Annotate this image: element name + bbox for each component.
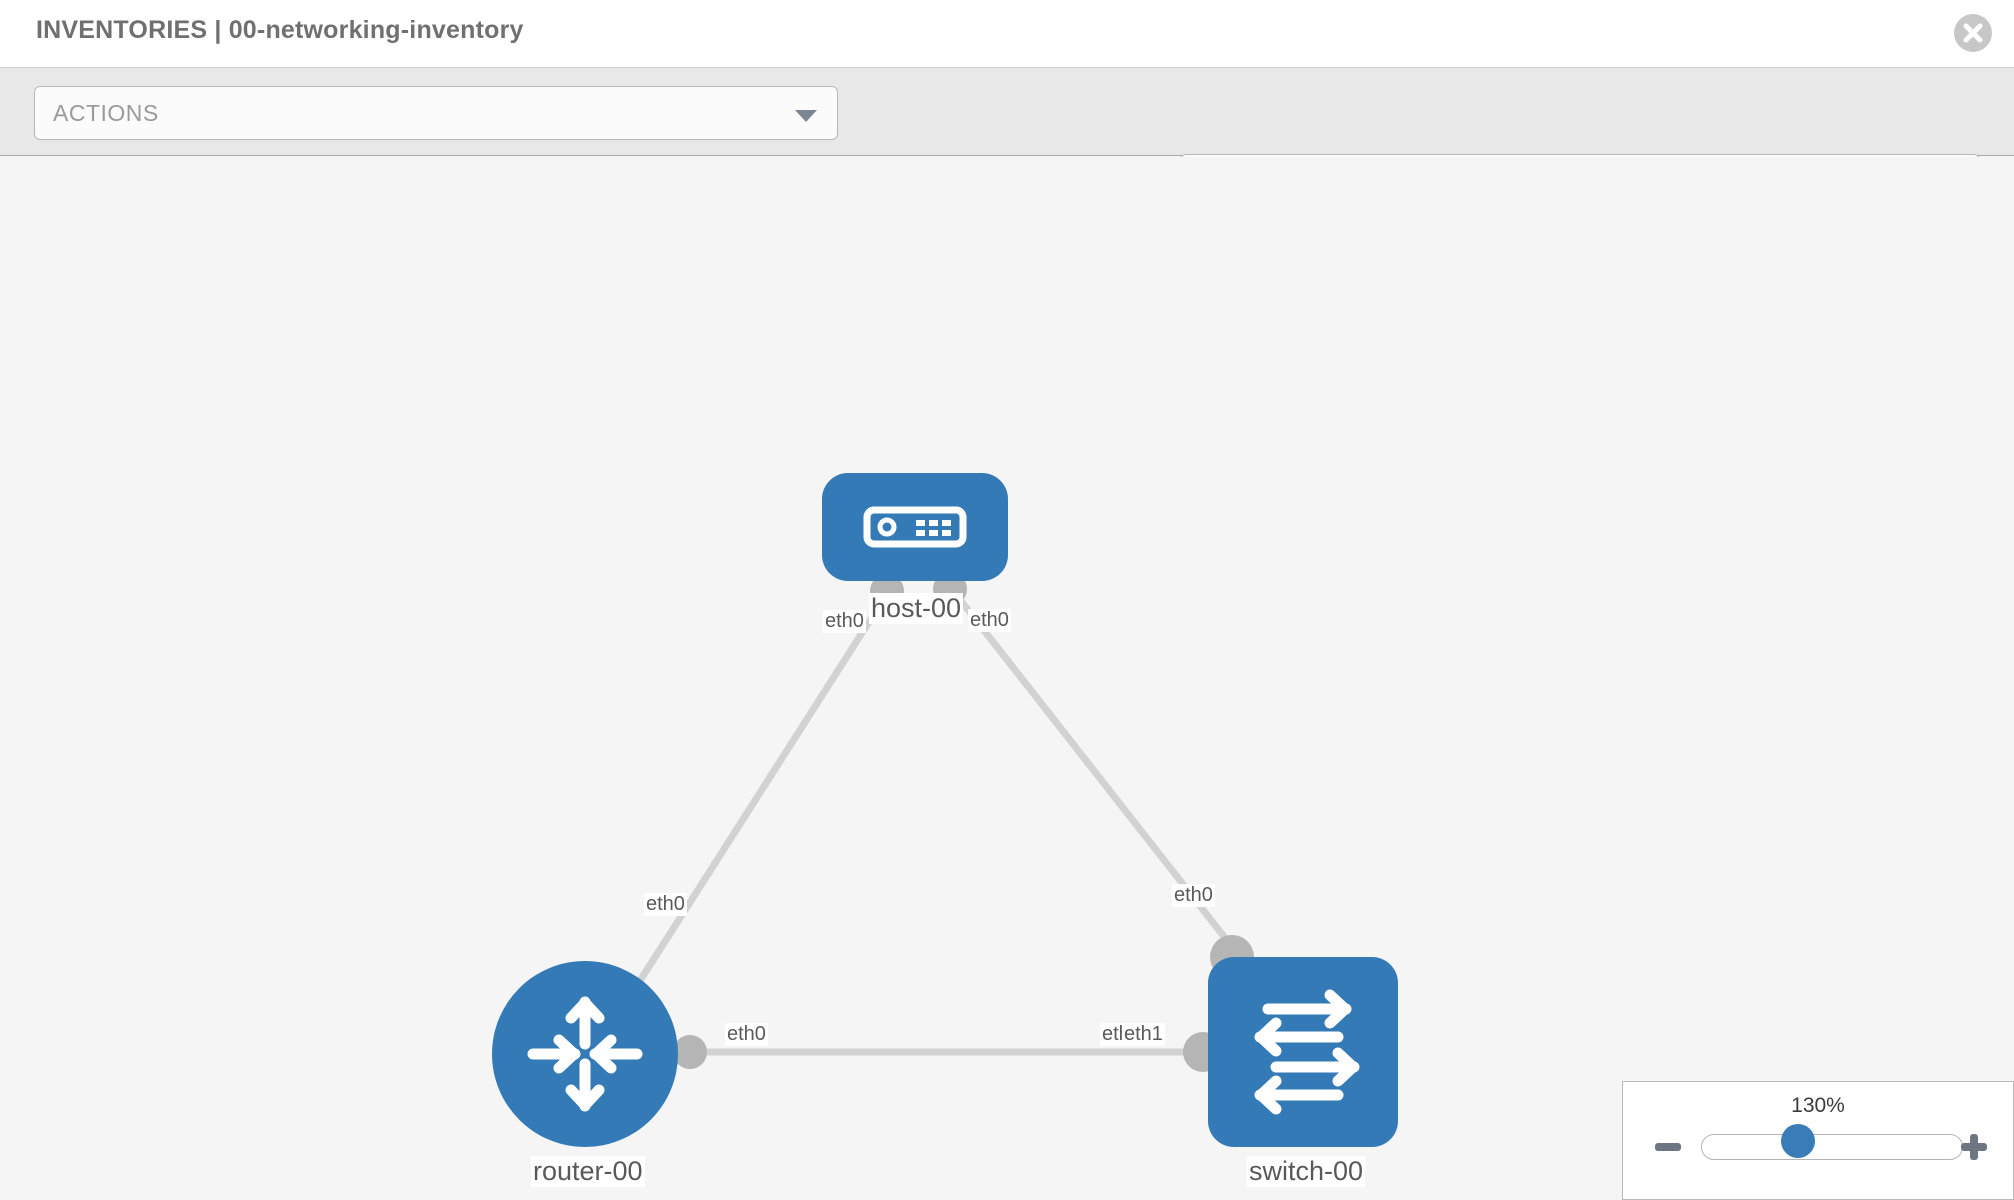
page-title: INVENTORIES | 00-networking-inventory xyxy=(36,16,524,44)
zoom-control-panel: 130% xyxy=(1622,1081,2014,1200)
topology-canvas[interactable]: host-00 router-00 switch-00 eth0 eth0 et… xyxy=(0,157,2014,1200)
zoom-out-button[interactable] xyxy=(1651,1130,1685,1164)
server-appliance-icon xyxy=(863,506,967,548)
actions-dropdown-label: ACTIONS xyxy=(53,100,159,126)
edge-label-router-eth0-right: eth0 xyxy=(725,1023,768,1046)
actions-dropdown[interactable]: ACTIONS xyxy=(34,86,838,140)
node-label-router-00: router-00 xyxy=(531,1156,645,1187)
node-label-host-00: host-00 xyxy=(869,593,964,624)
node-switch-00[interactable] xyxy=(1208,957,1398,1147)
edge-label-host-eth0-left: eth0 xyxy=(823,610,866,633)
zoom-level-value: 130% xyxy=(1791,1094,1845,1117)
zoom-slider-track[interactable] xyxy=(1701,1134,1963,1160)
edge-label-switch-eth1-over: eth1 xyxy=(1122,1023,1165,1046)
topology-links-layer xyxy=(633,572,1254,1072)
close-icon[interactable] xyxy=(1954,14,1992,52)
port-router-eth0-right xyxy=(673,1035,707,1069)
node-router-00[interactable] xyxy=(492,961,678,1147)
node-label-switch-00: switch-00 xyxy=(1247,1156,1366,1187)
page-header: INVENTORIES | 00-networking-inventory xyxy=(0,0,2014,68)
switch-arrows-icon xyxy=(1254,989,1360,1115)
edge-label-router-eth0-uplink: eth0 xyxy=(644,893,687,916)
zoom-slider-thumb[interactable] xyxy=(1781,1124,1815,1158)
node-host-00[interactable] xyxy=(822,473,1008,581)
link-host-router xyxy=(633,587,893,989)
edge-label-host-eth0-right: eth0 xyxy=(968,609,1011,632)
zoom-in-button[interactable] xyxy=(1957,1130,1991,1164)
toolbar: ACTIONS SEARCH xyxy=(0,68,2014,208)
chevron-down-icon xyxy=(795,110,817,122)
edge-label-switch-eth0-uplink: eth0 xyxy=(1172,884,1215,907)
router-four-arrows-icon xyxy=(527,996,643,1112)
